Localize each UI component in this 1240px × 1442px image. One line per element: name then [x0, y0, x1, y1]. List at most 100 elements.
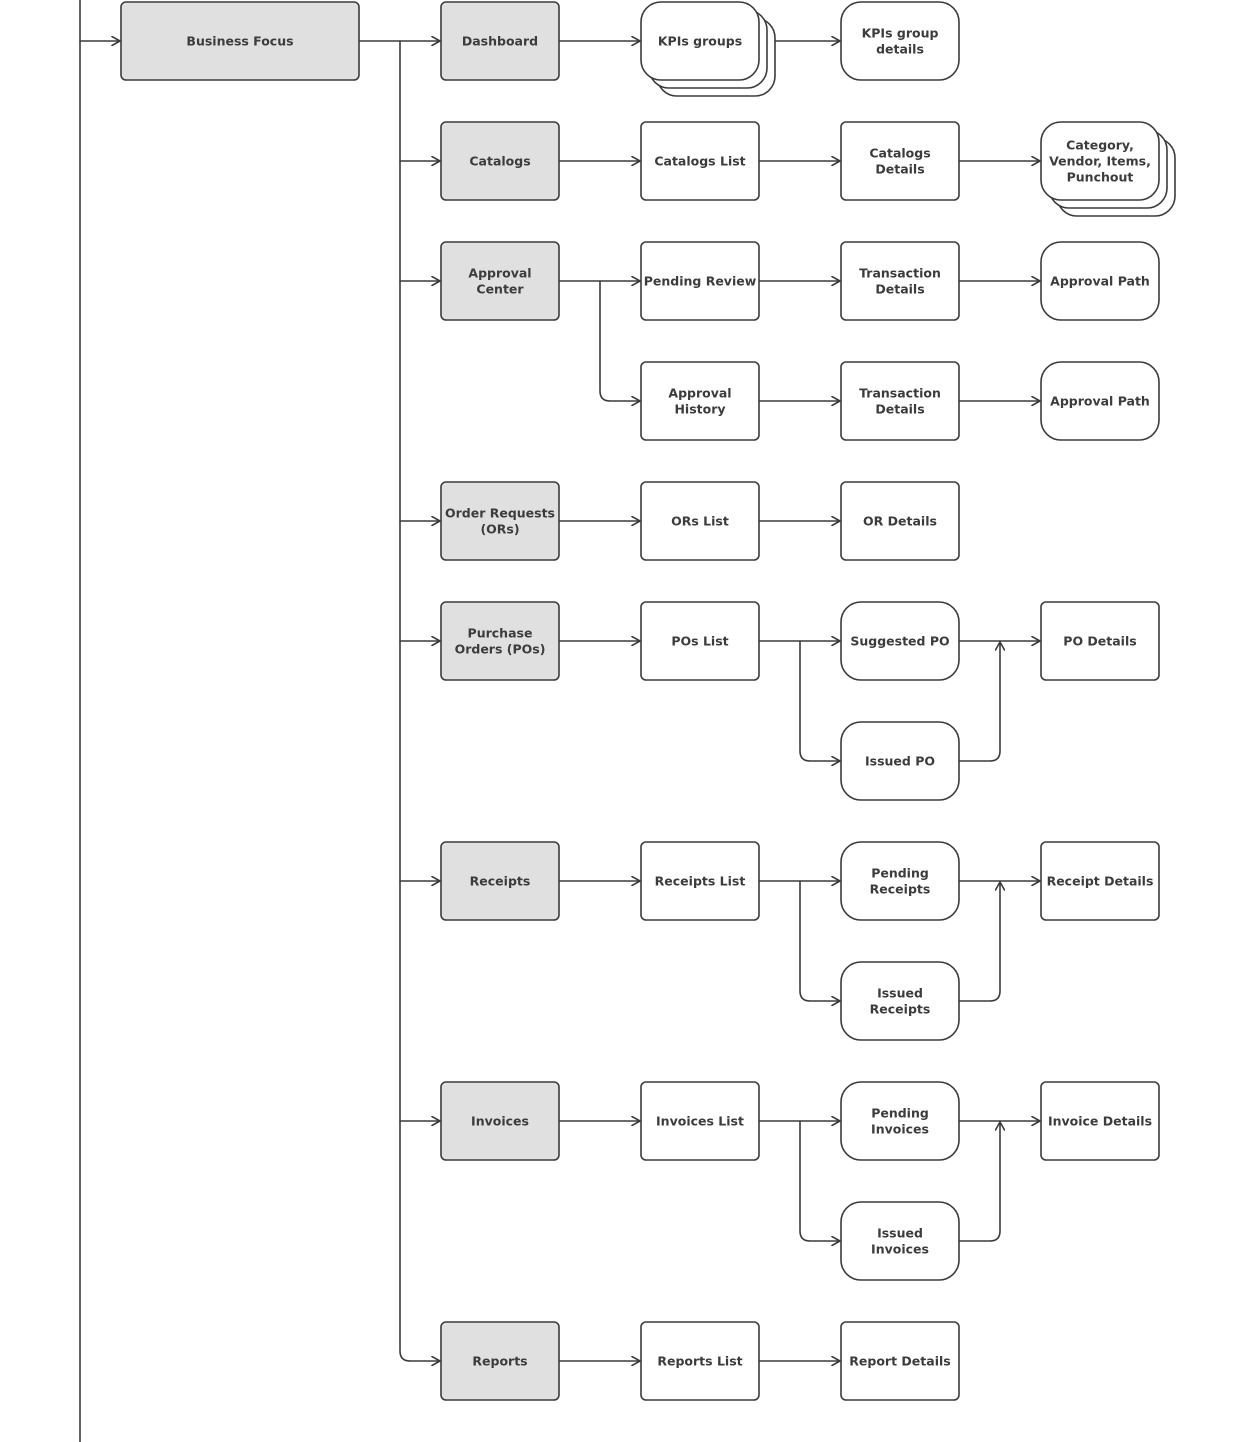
node-label-line: Business Focus — [186, 34, 293, 49]
step-node-pending-review: Pending Review — [640, 241, 760, 321]
details-node-invoice-details: Invoice Details — [1040, 1081, 1160, 1161]
section-node-dashboard: Dashboard — [440, 1, 560, 81]
node-shape — [440, 1321, 560, 1401]
list-node-pos-list: POs List — [640, 601, 760, 681]
node-shape — [440, 481, 560, 561]
node-shape — [640, 481, 760, 561]
node-shape — [440, 121, 560, 201]
step-node-category-vendor-items-punchout: Category,Vendor, Items,Punchout — [1040, 121, 1176, 217]
section-node-invoices: Invoices — [440, 1081, 560, 1161]
node-label-line: Invoices — [471, 1114, 529, 1129]
node-label-line: Receipts List — [655, 874, 746, 889]
node-shape — [640, 841, 760, 921]
node-layer: Business Focus Dashboard KPIs groups KPIs g… — [120, 1, 1176, 1401]
node-shape — [640, 241, 760, 321]
node-shape — [120, 1, 360, 81]
option-node-suggested-po: Suggested PO — [840, 601, 960, 681]
node-label-line: OR Details — [863, 514, 937, 529]
node-shape — [840, 1321, 960, 1401]
node-shape — [840, 1081, 960, 1161]
step-node-ors-list: ORs List — [640, 481, 760, 561]
node-label-line: Vendor, Items, — [1049, 154, 1151, 169]
node-label-line: Issued — [877, 986, 923, 1001]
node-shape — [440, 1081, 560, 1161]
node-label-line: Details — [875, 162, 924, 177]
node-label-line: Punchout — [1067, 170, 1134, 185]
step-node-kpis-groups: KPIs groups — [640, 1, 776, 97]
node-label-line: Invoices List — [656, 1114, 744, 1129]
branch-arrow — [799, 1120, 841, 1241]
merge-arrow — [958, 881, 1000, 1002]
node-label-line: Pending — [871, 1106, 929, 1121]
merge-arrow — [958, 641, 1000, 762]
node-label-line: Invoices — [871, 1242, 929, 1257]
node-shape — [1040, 841, 1160, 921]
connector-layer — [79, 0, 1041, 1442]
node-label-line: KPIs groups — [658, 34, 742, 49]
node-label-line: Pending Review — [644, 274, 757, 289]
node-label-line: Report Details — [849, 1354, 950, 1369]
root-node-business-focus: Business Focus — [120, 1, 360, 81]
node-shape — [840, 1, 960, 81]
step-node-report-details: Report Details — [840, 1321, 960, 1401]
node-shape — [840, 841, 960, 921]
branch-arrow — [799, 880, 841, 1001]
node-label-line: Order Requests — [445, 506, 555, 521]
node-shape — [440, 1, 560, 81]
node-label-line: details — [876, 42, 924, 57]
node-shape — [1040, 601, 1160, 681]
list-node-invoices-list: Invoices List — [640, 1081, 760, 1161]
node-label-line: Orders (POs) — [455, 642, 546, 657]
details-node-receipt-details: Receipt Details — [1040, 841, 1160, 921]
node-shape — [840, 481, 960, 561]
node-shape — [440, 241, 560, 321]
node-shape — [640, 601, 760, 681]
node-label-line: POs List — [671, 634, 728, 649]
node-shape — [840, 361, 960, 441]
step-node-reports-list: Reports List — [640, 1321, 760, 1401]
node-label-line: Reports — [472, 1354, 527, 1369]
node-label-line: Approval — [668, 386, 731, 401]
node-shape — [1040, 241, 1160, 321]
node-label-line: PO Details — [1063, 634, 1136, 649]
node-label-line: Approval — [468, 266, 531, 281]
node-label-line: Invoices — [871, 1122, 929, 1137]
node-label-line: Dashboard — [462, 34, 538, 49]
node-label-line: Approval Path — [1050, 274, 1150, 289]
node-shape — [1040, 121, 1160, 201]
option-node-issued-po: Issued PO — [840, 721, 960, 801]
merge-arrow — [958, 1121, 1000, 1242]
details-node-po-details: PO Details — [1040, 601, 1160, 681]
node-label-line: Approval Path — [1050, 394, 1150, 409]
node-shape — [640, 1321, 760, 1401]
step-node-approval-path: Approval Path — [1040, 241, 1160, 321]
branch-arrow — [599, 280, 641, 401]
step-node-approval-path: Approval Path — [1040, 361, 1160, 441]
node-shape — [640, 1081, 760, 1161]
node-shape — [840, 601, 960, 681]
node-label-line: Details — [875, 282, 924, 297]
node-label-line: Purchase — [468, 626, 533, 641]
node-label-line: Receipts — [470, 874, 531, 889]
node-shape — [440, 841, 560, 921]
node-label-line: Suggested PO — [850, 634, 949, 649]
node-label-line: History — [674, 402, 725, 417]
node-label-line: Catalogs — [469, 154, 530, 169]
node-label-line: ORs List — [671, 514, 729, 529]
node-label-line: KPIs group — [862, 26, 939, 41]
section-node-receipts: Receipts — [440, 841, 560, 921]
section-node-catalogs: Catalogs — [440, 121, 560, 201]
list-node-receipts-list: Receipts List — [640, 841, 760, 921]
step-node-or-details: OR Details — [840, 481, 960, 561]
node-label-line: Category, — [1066, 138, 1134, 153]
